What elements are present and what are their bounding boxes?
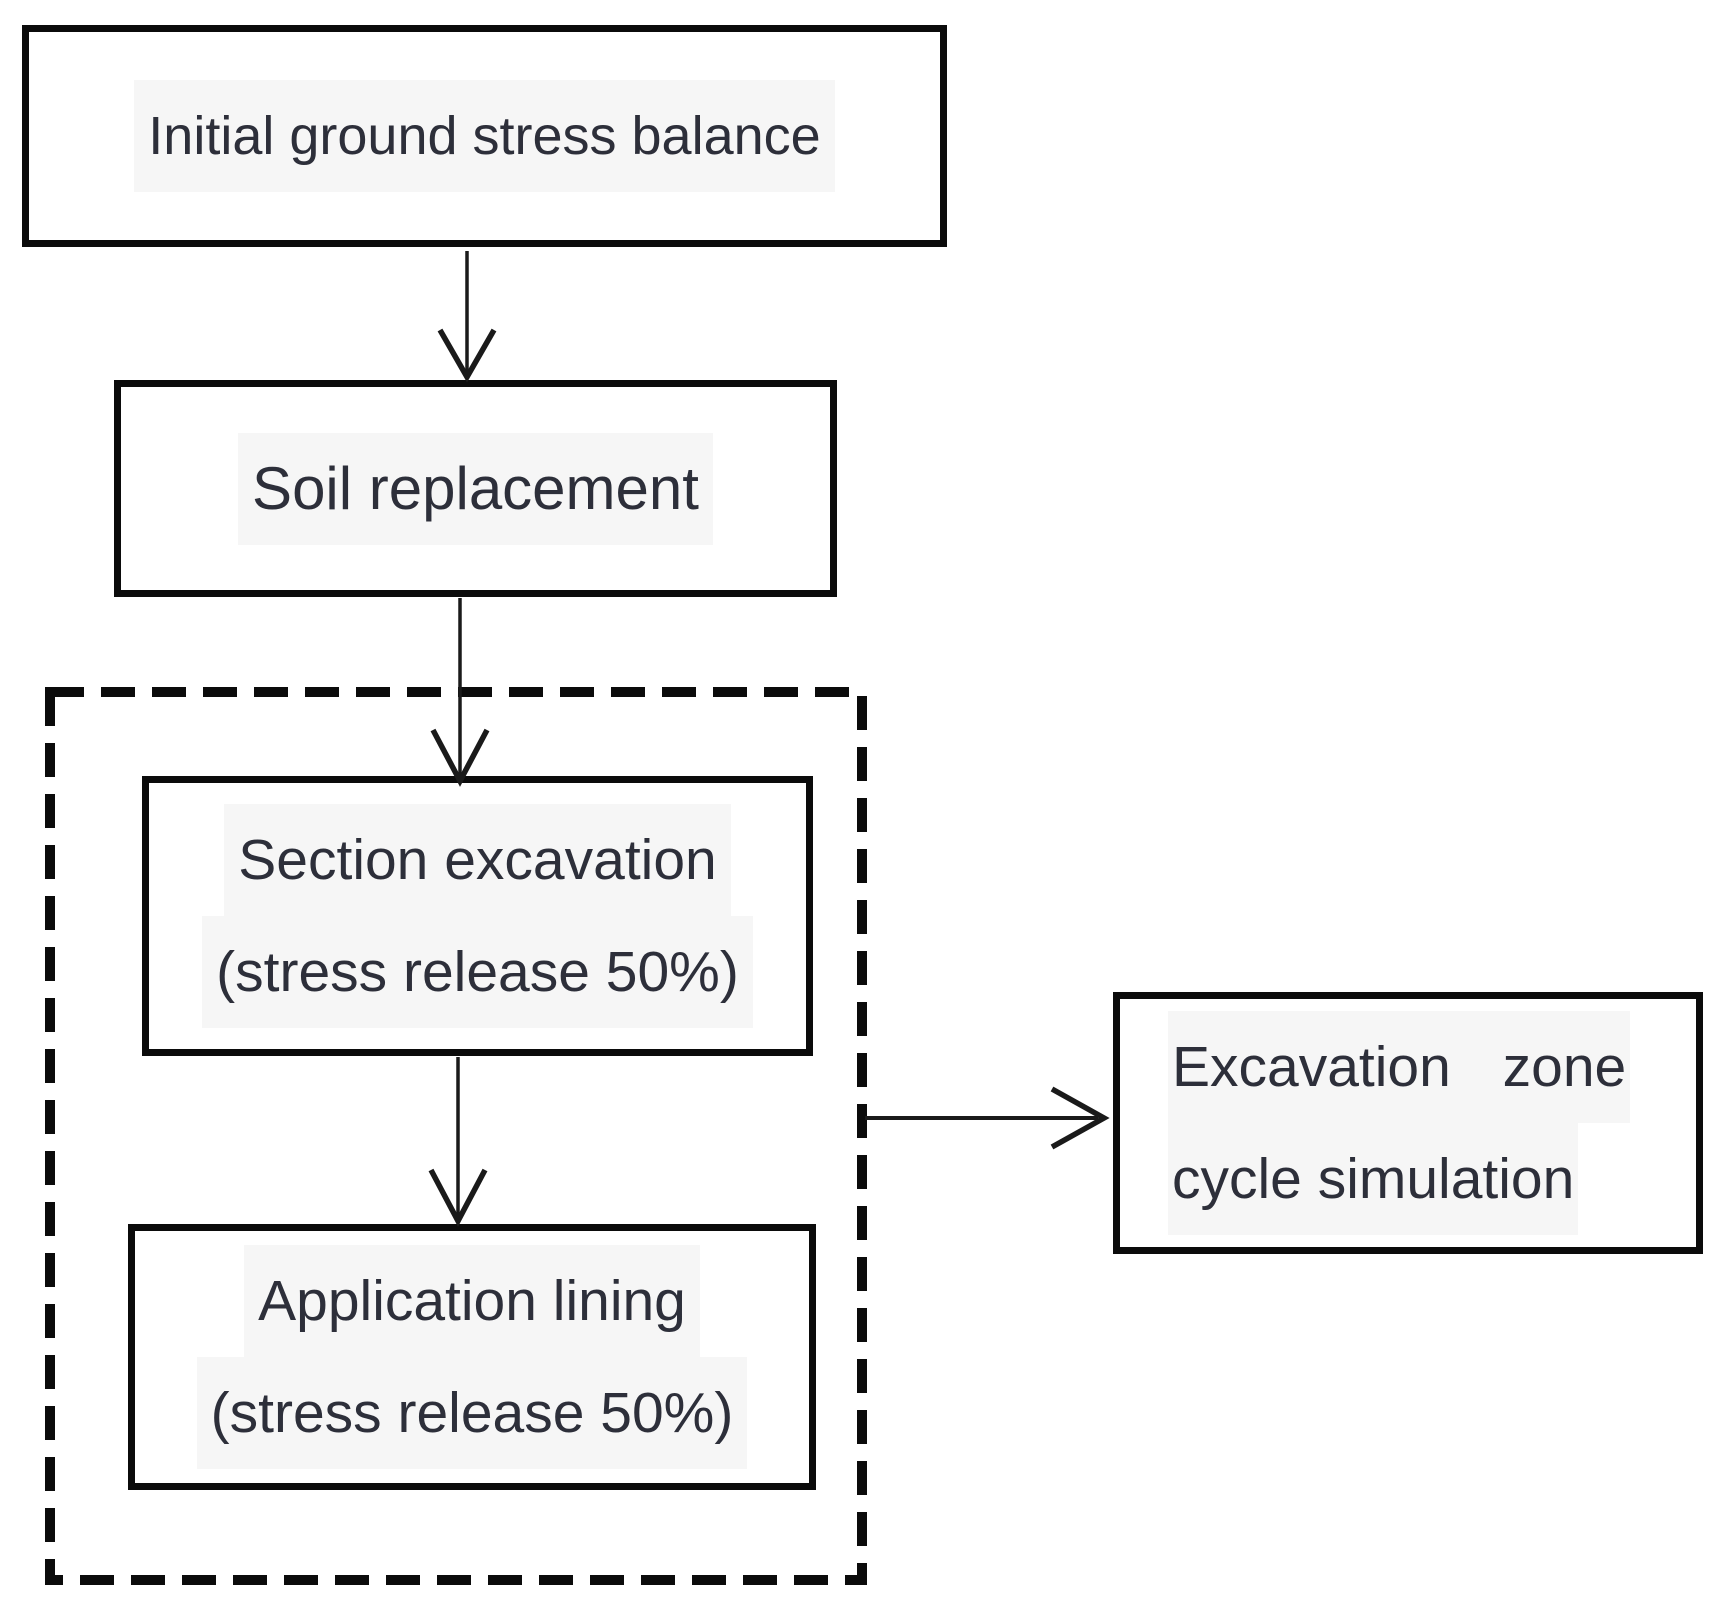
node-soil-replacement: Soil replacement <box>114 380 837 597</box>
node-label-line1: Section excavation <box>224 804 730 916</box>
node-section-excavation: Section excavation (stress release 50%) <box>142 776 813 1056</box>
node-label-line1: Application lining <box>244 1245 700 1357</box>
node-label-line2: (stress release 50%) <box>197 1357 748 1469</box>
node-excavation-zone-cycle-simulation: Excavation zone cycle simulation <box>1113 992 1703 1254</box>
node-initial-ground-stress-balance: Initial ground stress balance <box>22 25 947 247</box>
node-application-lining: Application lining (stress release 50%) <box>128 1224 816 1490</box>
arrow-group-to-excavation-zone <box>865 1086 1110 1150</box>
arrow-initial-to-soil <box>437 251 497 383</box>
arrow-section-to-lining <box>428 1057 488 1227</box>
node-label-line1: Excavation zone <box>1168 1011 1630 1123</box>
node-label: Initial ground stress balance <box>134 80 834 192</box>
node-label-line2: (stress release 50%) <box>202 916 753 1028</box>
node-label: Soil replacement <box>238 433 713 545</box>
arrow-soil-to-section <box>430 598 490 787</box>
node-label-line2: cycle simulation <box>1168 1123 1578 1235</box>
